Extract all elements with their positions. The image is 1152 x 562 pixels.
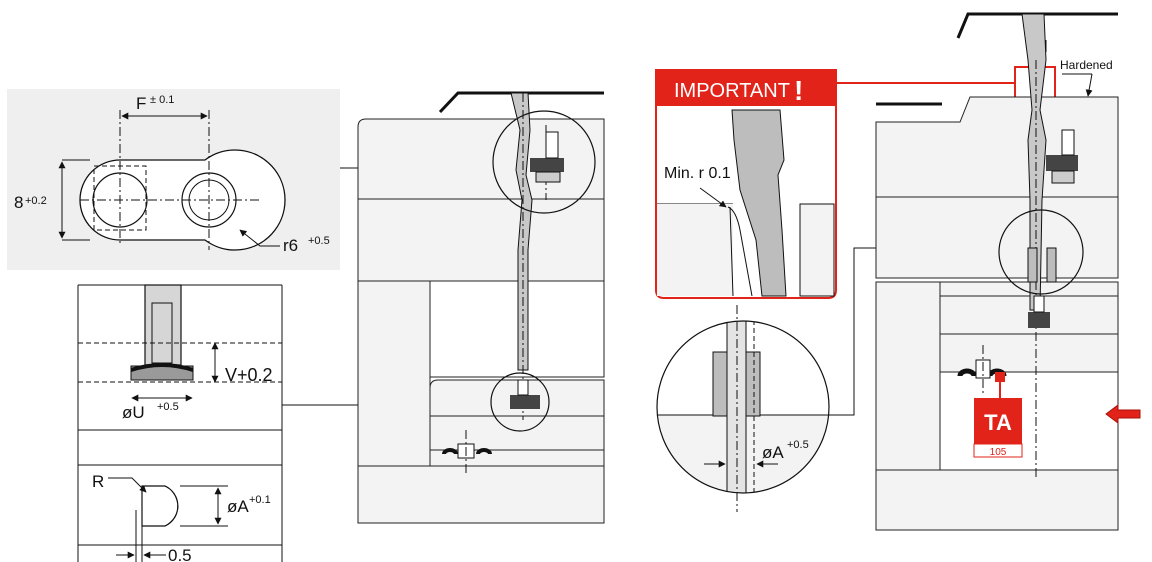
right-mould-assembly: Hardened xyxy=(875,12,1119,531)
a-dimension-label: øA xyxy=(227,497,249,516)
v-dimension-label: V+0.2 xyxy=(225,365,273,385)
gap-dimension-label: 0.5 xyxy=(168,546,192,562)
f-tolerance-label: ± 0.1 xyxy=(150,94,174,106)
arrow-left-icon xyxy=(1105,404,1141,424)
a-tolerance-label: +0.1 xyxy=(249,494,271,506)
badge-number: 105 xyxy=(990,447,1007,458)
a2-tolerance-label: +0.5 xyxy=(787,439,809,451)
left-mould-assembly xyxy=(357,91,605,524)
badge-code: TA xyxy=(984,410,1012,435)
radius-dimension-label: r6 xyxy=(283,236,298,255)
thickness-dimension-label: 8 xyxy=(14,193,23,212)
min-radius-label: Min. r 0.1 xyxy=(664,165,731,182)
ta-badge: TA 105 xyxy=(973,372,1023,458)
important-title: IMPORTANT xyxy=(674,80,790,102)
u-tolerance-label: +0.5 xyxy=(157,401,179,413)
thickness-tolerance-label: +0.2 xyxy=(25,195,47,207)
important-exclaim: ! xyxy=(794,75,803,106)
hardened-label: Hardened xyxy=(1060,58,1113,72)
r-label: R xyxy=(92,472,104,491)
pin-detail-panel: V+0.2 øU +0.5 R øA +0.1 0.5 xyxy=(77,284,283,562)
important-callout: IMPORTANT ! Min. r 0.1 xyxy=(655,66,1056,299)
radius-tolerance-label: +0.5 xyxy=(308,235,330,247)
strap-detail-panel: F ± 0.1 8 +0.2 r6 +0.5 xyxy=(7,89,340,270)
pin-zoom-circle: øA +0.5 xyxy=(656,305,830,512)
f-dimension-label: F xyxy=(136,94,146,113)
u-dimension-label: øU xyxy=(122,403,145,422)
a2-dimension-label: øA xyxy=(762,443,784,462)
